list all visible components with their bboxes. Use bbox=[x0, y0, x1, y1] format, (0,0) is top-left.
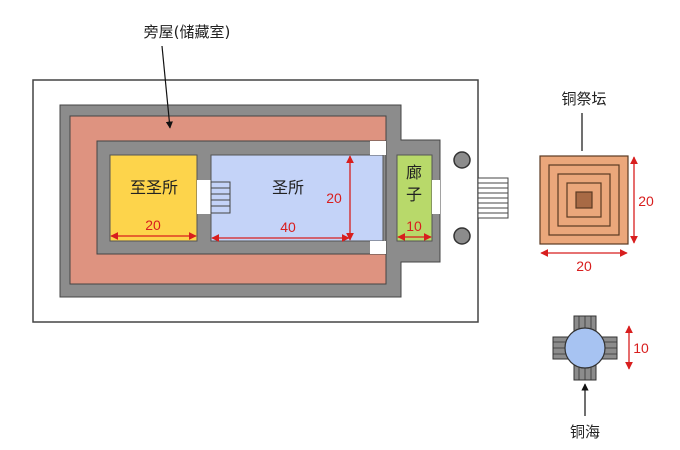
pillar-top bbox=[453, 151, 471, 169]
dim-altar-width: 20 bbox=[576, 258, 592, 274]
holy-place-room bbox=[210, 154, 384, 242]
holy-of-holies-room bbox=[109, 154, 198, 242]
bronze-altar bbox=[539, 155, 629, 245]
inner-doorway bbox=[197, 180, 211, 214]
dim-hoh-width: 20 bbox=[145, 217, 161, 233]
label-porch-line1: 廊 bbox=[406, 163, 422, 182]
porch-gap-bottom bbox=[370, 241, 386, 254]
dim-altar-height: 20 bbox=[638, 193, 654, 209]
dim-porch-depth: 10 bbox=[406, 218, 422, 234]
dim-sea-diameter: 10 bbox=[633, 340, 649, 356]
porch-gap-top bbox=[370, 141, 386, 155]
porch-room bbox=[396, 154, 433, 242]
outer-steps-lines bbox=[478, 182, 508, 214]
label-bronze-sea: 铜海 bbox=[570, 423, 600, 441]
porch-door bbox=[432, 180, 440, 214]
label-bronze-altar: 铜祭坛 bbox=[561, 90, 606, 108]
inner-steps-lines bbox=[211, 187, 230, 207]
label-holy-place: 圣所 bbox=[272, 178, 304, 197]
dim-hp-width: 20 bbox=[326, 190, 342, 206]
bronze-sea bbox=[552, 315, 618, 381]
label-side-rooms: 旁屋(储藏室) bbox=[144, 23, 231, 41]
inner-steps bbox=[210, 181, 231, 214]
side-rooms-pointer bbox=[161, 45, 173, 129]
dim-hp-length: 40 bbox=[280, 219, 296, 235]
label-holy-of-holies: 至圣所 bbox=[130, 178, 178, 197]
label-porch-line2: 子 bbox=[406, 185, 422, 204]
pillar-bottom bbox=[453, 227, 471, 245]
